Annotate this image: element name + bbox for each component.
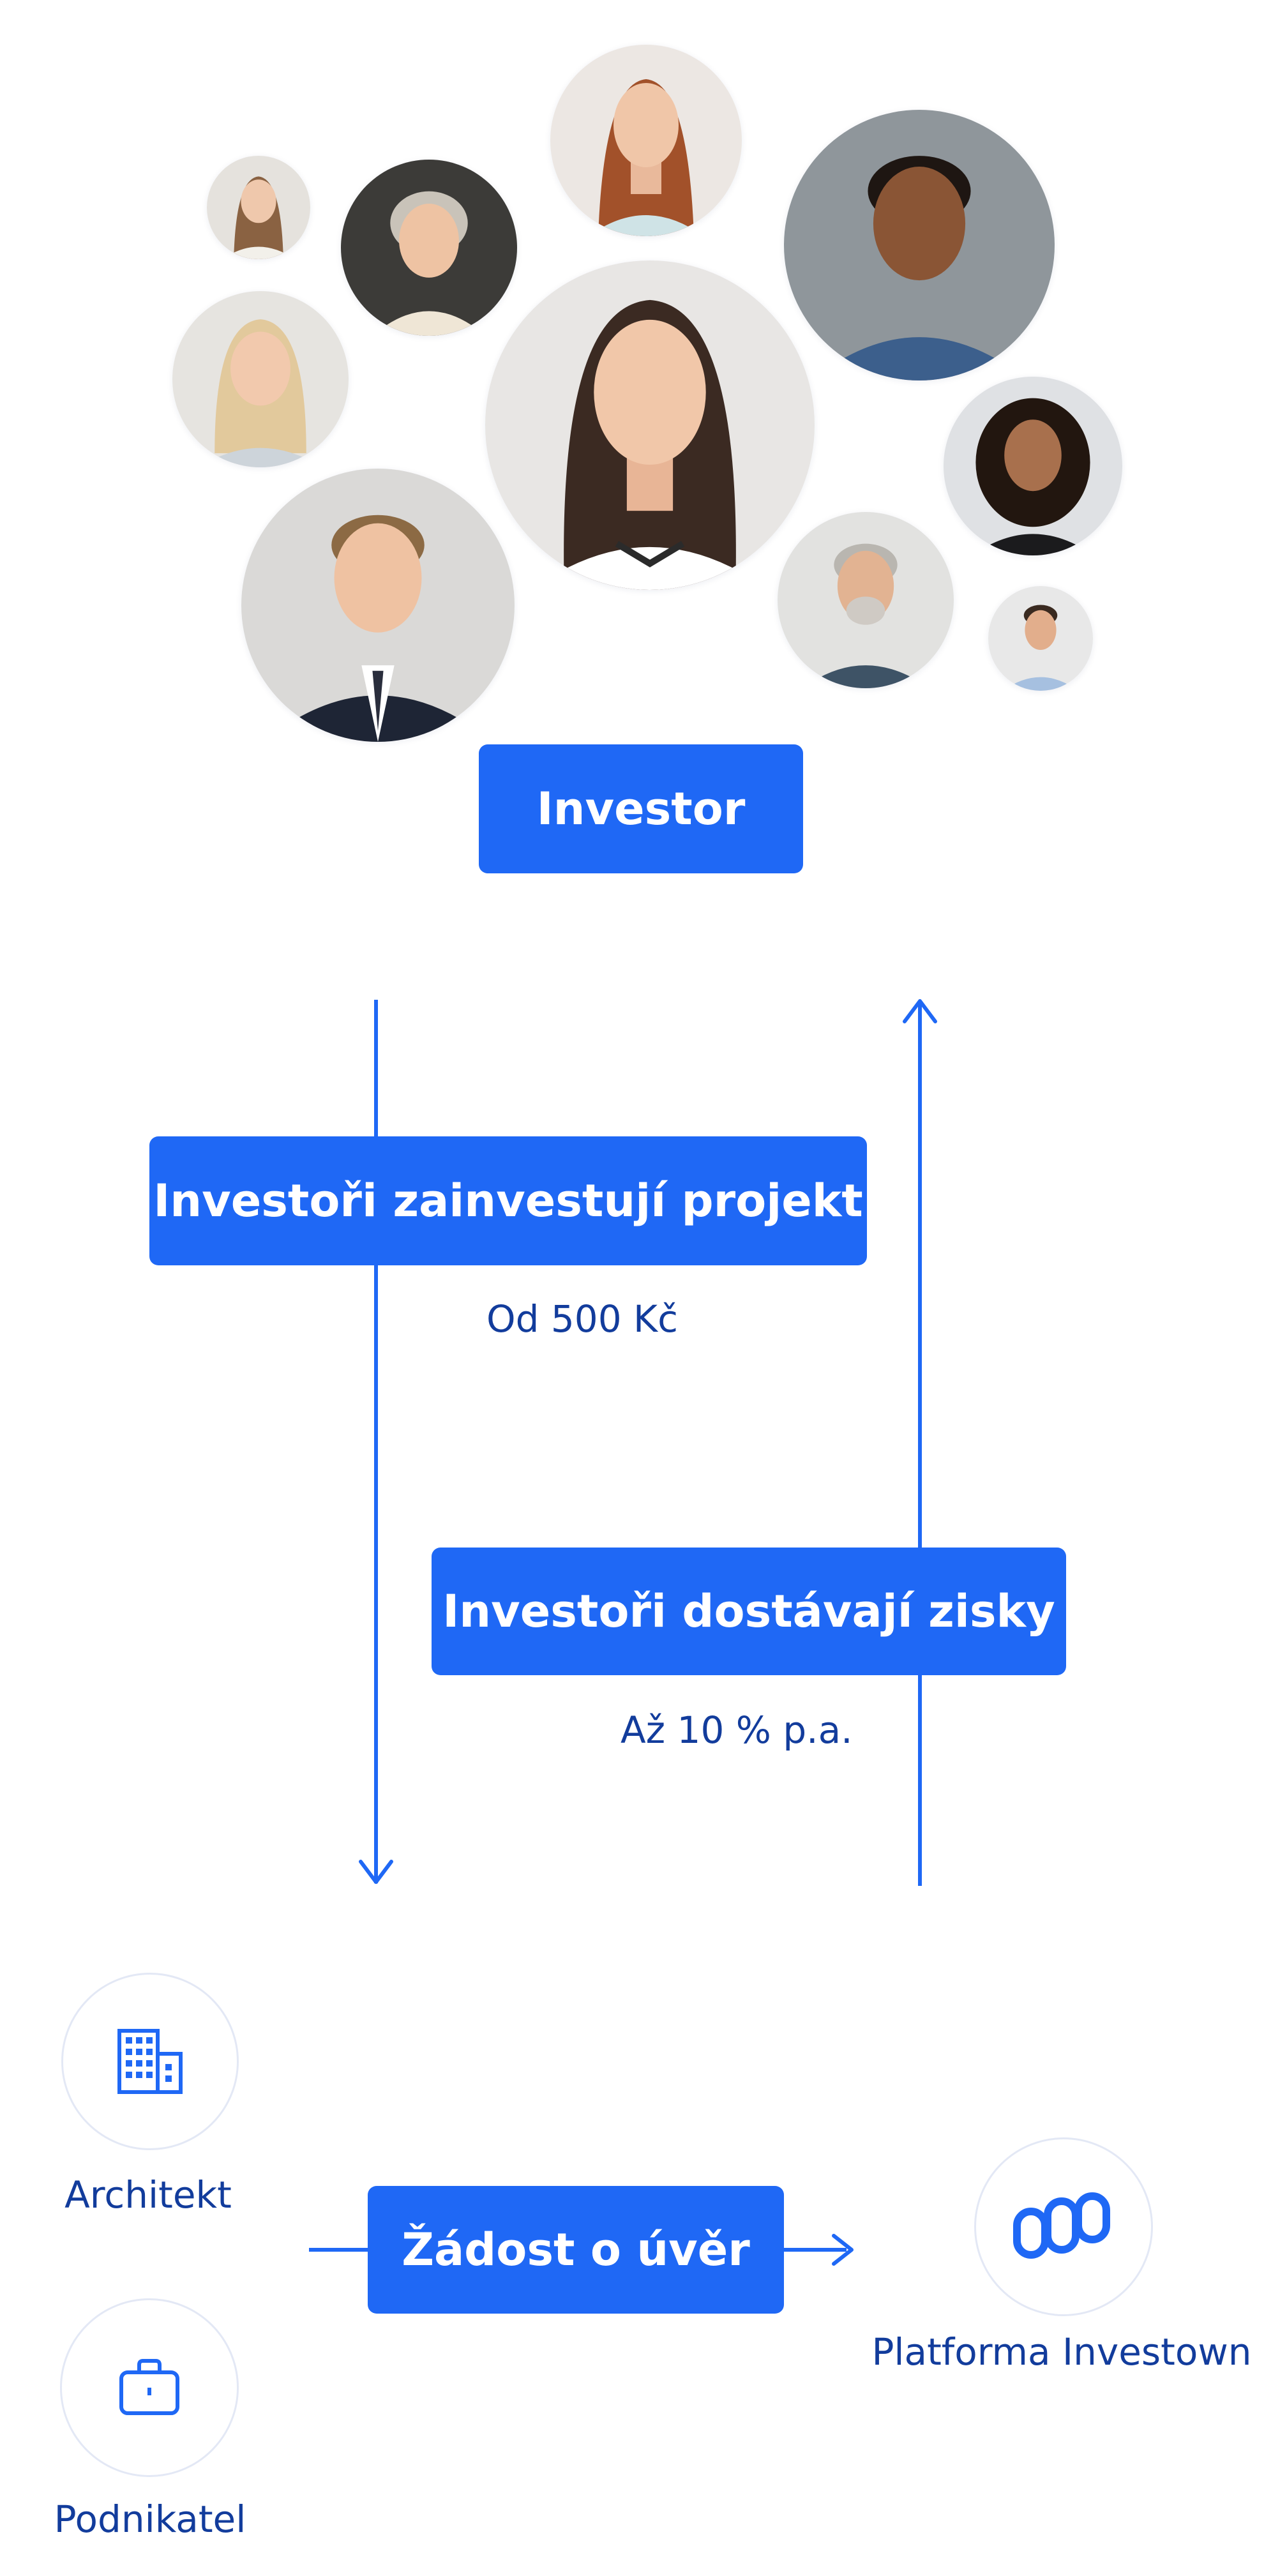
avatar-photo [778, 512, 954, 688]
platform-label: Platforma Investown [871, 2330, 1252, 2374]
entrepreneur-icon-circle [60, 2298, 239, 2477]
investown-logo-icon [1013, 2192, 1110, 2259]
returns-flow-note: Až 10 % p.a. [621, 1708, 853, 1752]
avatar-photo [485, 260, 815, 590]
loan-request-label: Žádost o úvěr [368, 2186, 784, 2314]
arrow-down-icon [359, 1860, 393, 1884]
loan-line-left [309, 2248, 373, 2252]
invest-flow-label: Investoři zainvestují projekt [149, 1136, 867, 1265]
investor-label: Investor [479, 744, 803, 873]
returns-flow-label: Investoři dostávají zisky [432, 1548, 1066, 1675]
arrow-up-icon [903, 999, 937, 1023]
loan-line-right [783, 2248, 847, 2252]
building-icon [117, 2029, 183, 2094]
avatar-photo [241, 469, 515, 742]
avatar-photo [784, 110, 1055, 380]
avatar-photo [172, 291, 349, 467]
returns-flow-line [918, 1002, 922, 1886]
avatar-photo [550, 45, 742, 236]
platform-icon-circle [974, 2137, 1153, 2316]
avatar-photo [944, 377, 1122, 555]
entrepreneur-label: Podnikatel [54, 2497, 246, 2541]
avatar-photo [341, 160, 517, 336]
invest-flow-line [374, 1000, 378, 1883]
avatar-photo [988, 586, 1093, 691]
arrow-right-icon [832, 2234, 854, 2266]
briefcase-icon [119, 2359, 179, 2415]
architect-label: Architekt [64, 2173, 232, 2217]
avatar-photo [207, 156, 310, 259]
invest-flow-note: Od 500 Kč [486, 1297, 678, 1341]
architect-icon-circle [61, 1973, 239, 2150]
